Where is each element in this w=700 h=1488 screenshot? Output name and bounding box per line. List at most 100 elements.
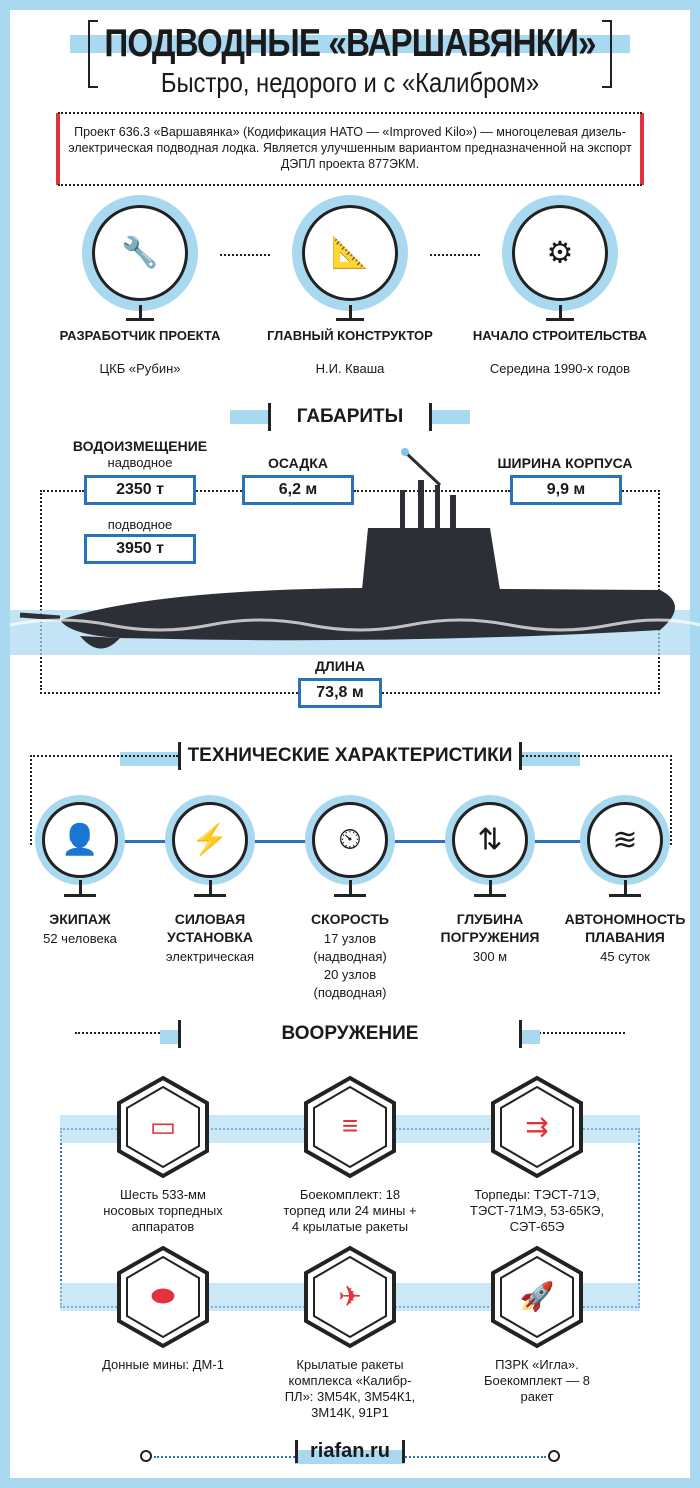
gear-cycle-icon: ⚙ <box>546 236 574 270</box>
beam-value: 9,9 м <box>510 475 622 505</box>
stem-foot <box>126 318 154 321</box>
section-armament-title: ВООРУЖЕНИЕ <box>178 1020 522 1048</box>
dim-line <box>382 692 660 694</box>
fact-value: Н.И. Кваша <box>315 361 385 376</box>
armament-hexagon <box>304 1075 396 1179</box>
stem-foot <box>336 318 364 321</box>
page-title: ПОДВОДНЫЕ «ВАРШАВЯНКИ» <box>104 22 596 65</box>
tech-label: ЭКИПАЖ <box>49 911 111 927</box>
armament-hexagon <box>491 1075 583 1179</box>
fact-label: ГЛАВНЫЙ КОНСТРУКТОР <box>267 328 433 343</box>
armament-hexagon <box>491 1245 583 1349</box>
submarine-illustration <box>9 448 700 655</box>
dotted-line <box>522 755 672 757</box>
tech-icon-circle: ≋ <box>580 795 670 885</box>
cruise-missile-icon: ✈ <box>338 1281 362 1312</box>
tech-label: СКОРОСТЬ <box>311 911 389 927</box>
red-bar <box>640 113 644 185</box>
armament-hexagon <box>304 1245 396 1349</box>
dotted-line <box>520 1032 625 1034</box>
torpedo-tube-icon: ▭ <box>149 1111 177 1142</box>
tech-icon-circle: ⏲ <box>305 795 395 885</box>
lightning-icon: ⚡ <box>191 823 229 857</box>
armament-text: Шесть 533-мм носовых торпедных аппаратов <box>103 1187 223 1234</box>
fact-value: ЦКБ «Рубин» <box>99 361 181 376</box>
stem <box>624 880 627 896</box>
draft-label: ОСАДКА <box>268 455 328 471</box>
stem <box>559 305 562 320</box>
tech-icon-circle: ⇅ <box>445 795 535 885</box>
section-tech-title: ТЕХНИЧЕСКИЕ ХАРАКТЕРИСТИКИ <box>178 742 522 770</box>
footer-dot <box>548 1450 560 1462</box>
fact-label: РАЗРАБОТЧИК ПРОЕКТА <box>59 328 221 343</box>
surface-label: надводное <box>107 455 173 470</box>
dim-line <box>40 490 84 492</box>
mine-icon: ⬬ <box>151 1280 175 1311</box>
stem <box>489 880 492 896</box>
torpedoes-icon: ⇉ <box>525 1111 549 1142</box>
tech-label: СИЛОВАЯ УСТАНОВКА <box>166 911 254 945</box>
dim-line <box>354 490 510 492</box>
fact-icon-circle: ⚙ <box>502 195 618 311</box>
armament-text: ПЗРК «Игла». Боекомплект — 8 ракет <box>483 1357 591 1404</box>
stem <box>139 305 142 320</box>
draft-value: 6,2 м <box>242 475 354 505</box>
dim-line <box>622 490 660 492</box>
fact-icon-circle: 🔧 <box>82 195 198 311</box>
red-bar <box>56 113 60 185</box>
armament-hexagon <box>117 1075 209 1179</box>
tech-value: электрическая <box>165 949 255 964</box>
stem-foot <box>194 894 226 897</box>
dotted-line <box>75 1032 180 1034</box>
stem <box>79 880 82 896</box>
fact-value: Середина 1990-х годов <box>489 361 631 376</box>
armament-hexagon <box>117 1245 209 1349</box>
title-highlight <box>70 35 630 53</box>
page-subtitle: Быстро, недорого и с «Калибром» <box>160 67 540 98</box>
stem-foot <box>474 894 506 897</box>
fact-icon-circle: 📐 <box>292 195 408 311</box>
sailor-icon: 👤 <box>61 823 99 857</box>
dotted-line <box>30 755 178 757</box>
submarine-icon: ≋ <box>612 823 638 857</box>
armament-text: Боекомплект: 18 торпед или 24 мины + 4 к… <box>283 1187 417 1234</box>
submerged-label: подводное <box>107 517 173 532</box>
stem-foot <box>609 894 641 897</box>
stem <box>349 880 352 896</box>
tech-label: ГЛУБИНА ПОГРУЖЕНИЯ <box>440 911 540 945</box>
tech-value: 17 узлов (надводная) 20 узлов (подводная… <box>313 931 387 1000</box>
ammo-icon: ≡ <box>341 1110 359 1141</box>
stem-foot <box>64 894 96 897</box>
armament-text: Крылатые ракеты комплекса «Калибр-ПЛ»: 3… <box>284 1357 416 1420</box>
length-label: ДЛИНА <box>314 658 366 674</box>
dim-line <box>196 490 242 492</box>
left-bracket <box>88 20 98 88</box>
tech-value: 45 суток <box>600 949 650 964</box>
dotted-line <box>430 254 480 256</box>
right-bracket <box>602 20 612 88</box>
footer-dot <box>140 1450 152 1462</box>
length-value: 73,8 м <box>298 678 382 708</box>
armament-text: Торпеды: ТЭСТ-71Э, ТЭСТ-71МЭ, 53-65КЭ, С… <box>469 1187 605 1234</box>
armament-text: Донные мины: ДМ-1 <box>102 1357 224 1372</box>
rocket-icon: 🚀 <box>519 1281 555 1312</box>
tech-label: АВТОНОМНОСТЬ ПЛАВАНИЯ <box>564 911 686 945</box>
depth-arrows-icon: ⇅ <box>477 823 503 857</box>
tech-value: 300 м <box>472 949 508 964</box>
stem <box>349 305 352 320</box>
speedometer-icon: ⏲ <box>338 823 362 856</box>
tech-icon-circle: ⚡ <box>165 795 255 885</box>
tech-icon-circle: 👤 <box>35 795 125 885</box>
stem-foot <box>334 894 366 897</box>
stem-foot <box>546 318 574 321</box>
submerged-displacement-value: 3950 т <box>84 534 196 564</box>
dotted-line <box>670 755 672 845</box>
dim-line <box>40 692 298 694</box>
tech-value: 52 человека <box>43 931 117 946</box>
footer-site-link[interactable]: riafan.ru <box>295 1440 405 1463</box>
section-dimensions-title: ГАБАРИТЫ <box>268 403 432 431</box>
fact-label: НАЧАЛО СТРОИТЕЛЬСТВА <box>472 328 648 343</box>
stem <box>209 880 212 896</box>
surface-displacement-value: 2350 т <box>84 475 196 505</box>
dotted-line <box>220 254 270 256</box>
